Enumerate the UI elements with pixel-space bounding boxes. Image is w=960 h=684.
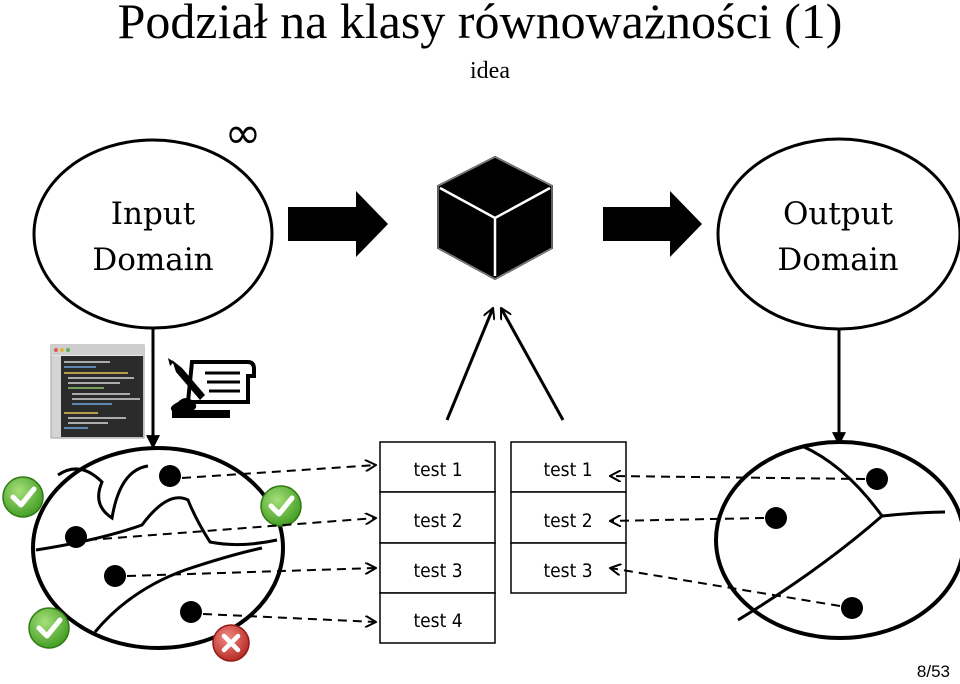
page-number: 8/53 [916,662,950,681]
input-domain: Input Domain [32,138,274,330]
dashed-arrow-output-1 [610,476,866,479]
output-point-3 [841,597,863,619]
input-domain-label-2: Domain [92,242,213,278]
dashed-arrow-test-3 [126,568,376,577]
block-arrow-right [603,191,702,257]
block-arrow-left [288,191,388,257]
input-tests-to-box-arrow [445,308,493,421]
output-domain-label-2: Domain [777,242,898,278]
dashed-arrow-output-2 [610,518,765,521]
dashed-arrow-test-2 [87,518,376,541]
output-dashed-arrows [610,476,866,607]
output-test-3: test 3 [543,560,592,582]
infinity-symbol: ∞ [225,108,262,159]
black-box-cube-icon [437,155,553,281]
page-subtitle: idea [470,58,510,84]
dashed-arrow-test-1 [181,465,376,479]
output-test-1: test 1 [543,459,592,481]
check-icon [28,607,70,649]
output-domain: Output Domain [716,137,960,331]
input-domain-label-1: Input [111,196,196,232]
input-test-4: test 4 [413,610,462,632]
input-test-2: test 2 [413,510,462,532]
check-icon [260,485,302,527]
input-tests-table: test 1 test 2 test 3 test 4 [379,441,496,644]
output-point-1 [866,468,888,490]
dashed-arrow-output-3 [610,568,841,607]
input-dashed-arrows [87,465,376,622]
source-code-icon [50,344,145,439]
specification-scroll-icon [168,358,256,418]
input-test-1: test 1 [413,459,462,481]
input-point-3 [104,565,126,587]
output-partition-circle [714,440,960,640]
page-title: Podział na klasy równoważności (1) [117,0,843,49]
output-test-2: test 2 [543,510,592,532]
input-point-2 [65,526,87,548]
input-point-1 [159,465,181,487]
input-test-3: test 3 [413,560,462,582]
input-partition-circle [31,446,285,650]
input-point-4 [180,601,202,623]
output-domain-label-1: Output [783,196,894,232]
cross-icon [212,624,250,662]
output-point-2 [765,507,787,529]
box-to-output-tests-arrow [499,308,565,421]
check-icon [2,476,44,518]
output-tests-table: test 1 test 2 test 3 [510,441,627,594]
